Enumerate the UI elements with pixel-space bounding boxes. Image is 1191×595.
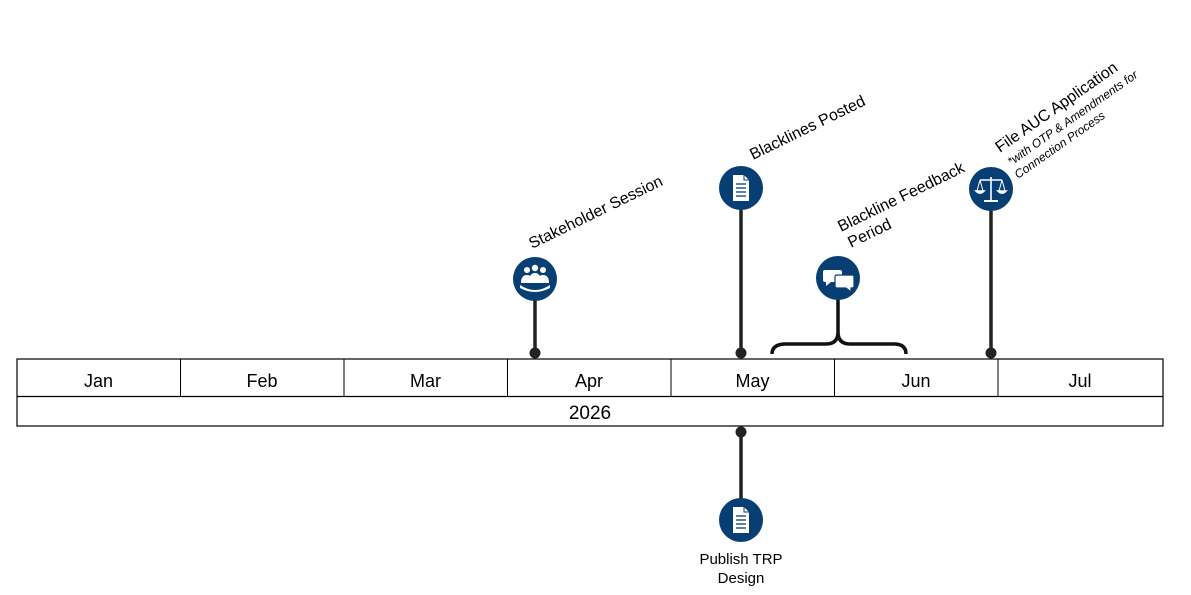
month-jan: Jan [84,371,113,391]
document-icon [733,507,749,533]
timeline-table: Jan Feb Mar Apr May Jun Jul 2026 [16,358,1164,427]
month-may: May [735,371,769,391]
month-jul: Jul [1068,371,1091,391]
file-auc-note-line1: *with OTP & Amendments for [1005,67,1142,168]
milestone-stakeholder-session: Stakeholder Session [513,173,666,359]
document-icon [733,175,749,201]
scales-of-justice-icon [974,177,1008,202]
blackline-feedback-label-line1: Blackline Feedback [835,159,968,236]
month-jun: Jun [901,371,930,391]
publish-trp-label-line2: Design [718,570,765,587]
publish-trp-label-line1: Publish TRP [699,551,782,568]
milestone-file-auc: File AUC Application *with OTP & Amendme… [969,59,1142,359]
milestone-publish-trp: Publish TRP Design [699,426,783,587]
blacklines-posted-label: Blacklines Posted [747,93,868,164]
month-feb: Feb [246,371,277,391]
milestone-blackline-feedback: Blackline Feedback Period [770,159,968,355]
stakeholder-session-label: Stakeholder Session [526,173,665,253]
month-apr: Apr [575,371,603,391]
speech-bubbles-icon [823,270,855,294]
month-mar: Mar [410,371,441,391]
year-label: 2026 [569,403,611,424]
people-group-icon [520,264,550,292]
